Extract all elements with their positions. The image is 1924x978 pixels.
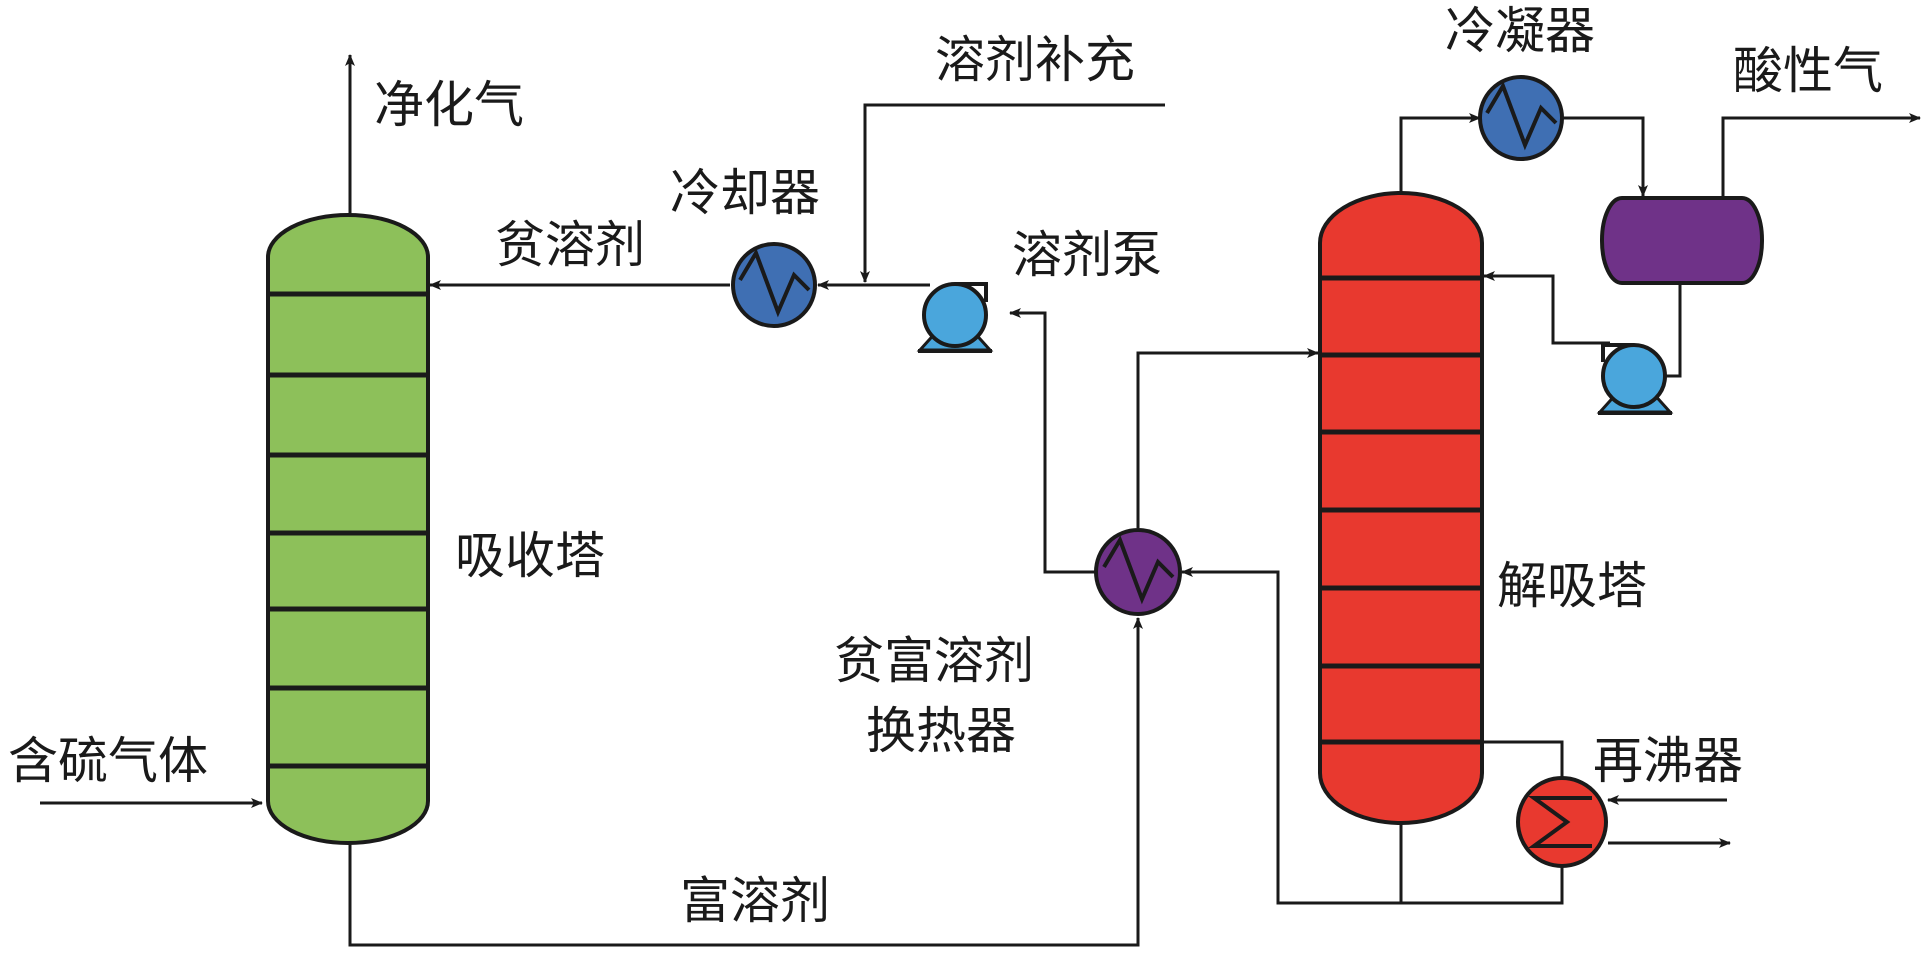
- labels: 净化气 溶剂补充 冷却器 贫溶剂 溶剂泵 冷凝器 酸性气 吸收塔 解吸塔 贫富溶…: [8, 2, 1883, 930]
- acid-gas-line: [1721, 113, 1921, 200]
- absorber-label: 吸收塔: [455, 527, 605, 585]
- condenser-to-separator-line: [1562, 116, 1648, 197]
- reboiler-label: 再沸器: [1593, 732, 1743, 790]
- cooler-label: 冷却器: [670, 164, 820, 222]
- overhead-vapor-line: [1399, 113, 1481, 193]
- condenser-label: 冷凝器: [1445, 2, 1595, 60]
- solvent-pump: [916, 282, 994, 353]
- lean-rich-hx-label-line1: 贫富溶剂: [834, 632, 1034, 690]
- solvent-pump-label: 溶剂泵: [1012, 226, 1162, 284]
- rich-solvent-line: [348, 617, 1143, 947]
- reflux-pump: [1596, 343, 1674, 415]
- lean-solvent-label: 贫溶剂: [495, 216, 645, 274]
- desorber-to-reboiler-line: [1482, 740, 1564, 778]
- desorber-bottom-line: [1181, 567, 1403, 905]
- purified-gas-label: 净化气: [374, 76, 524, 134]
- condenser-heat-exchanger: [1478, 75, 1564, 161]
- solvent-makeup-label: 溶剂补充: [935, 31, 1135, 89]
- hx-to-desorber-line: [1136, 348, 1319, 528]
- acid-gas-label: 酸性气: [1733, 42, 1883, 100]
- rich-solvent-label: 富溶剂: [680, 872, 830, 930]
- reboiler: [1516, 776, 1608, 868]
- solvent-makeup-line: [860, 103, 1165, 283]
- desorber-label: 解吸塔: [1497, 557, 1647, 615]
- sour-gas-label: 含硫气体: [8, 732, 208, 790]
- hx-to-pump-line: [1009, 308, 1098, 574]
- pipes: [40, 54, 1921, 947]
- absorber-column: [266, 213, 430, 845]
- reflux-drum: [1600, 196, 1764, 285]
- lean-rich-heat-exchanger: [1094, 528, 1182, 616]
- desorber-column: [1318, 191, 1484, 825]
- lean-rich-hx-label-line2: 换热器: [866, 702, 1016, 760]
- reflux-line: [1483, 271, 1610, 345]
- reboiler-return-line: [1401, 866, 1564, 905]
- cooler-heat-exchanger: [731, 242, 817, 328]
